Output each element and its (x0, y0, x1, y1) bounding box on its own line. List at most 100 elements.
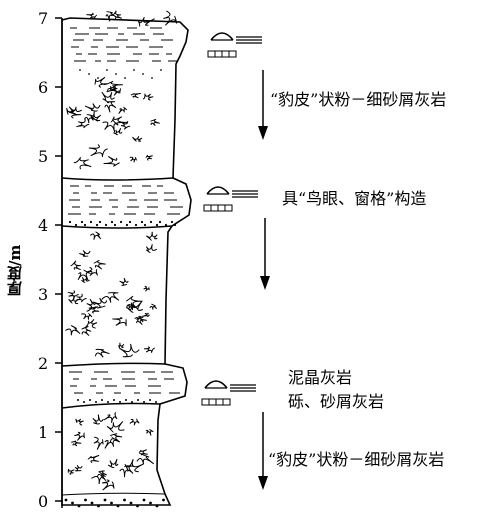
mottle (102, 479, 115, 491)
sand-dot (140, 220, 144, 224)
sand-dot (149, 399, 151, 401)
axis-tick-label: 0 (38, 492, 48, 511)
mottle (112, 317, 127, 327)
mottle (74, 464, 83, 472)
mottle (84, 103, 101, 112)
down-arrow-icon (258, 70, 268, 140)
sand-dot (173, 223, 177, 227)
sand-dot (164, 223, 168, 227)
mottle (150, 118, 160, 127)
mottle (68, 106, 83, 115)
bird-eye-fenestral-icon (201, 380, 256, 406)
mottle (145, 429, 154, 436)
mottle (97, 470, 107, 479)
mottle (142, 312, 151, 318)
mottle (75, 418, 84, 426)
mottle (118, 106, 128, 114)
mottle (134, 315, 144, 323)
bird-eye-fenestral-icon (207, 32, 262, 58)
mottle (67, 290, 79, 298)
sand-dot (68, 220, 72, 224)
sand-dot (143, 223, 147, 227)
mottle (101, 91, 115, 104)
mottle (90, 111, 102, 122)
mottle (65, 325, 81, 336)
mottle (143, 346, 155, 353)
sand-dot (103, 498, 107, 502)
mottle (132, 136, 143, 142)
sand-dot (116, 504, 120, 508)
annotation-micrite-limestone: 泥晶灰岩 (288, 368, 353, 387)
mottle (137, 16, 155, 27)
bed-boundary (61, 225, 173, 229)
mottle (103, 411, 118, 423)
mottle (145, 154, 153, 161)
mottle (91, 471, 107, 485)
sand-dot (89, 399, 91, 401)
mottle (127, 303, 135, 311)
annotation-leopard-skin-lower: “豹皮”状粉－细砂屑灰岩 (268, 450, 445, 469)
micrite-lamination-pattern (68, 27, 183, 394)
sand-dot (77, 399, 79, 401)
mottle (92, 414, 104, 425)
mottle (119, 277, 129, 286)
sand-dot (115, 73, 117, 75)
mottle (142, 93, 154, 101)
sand-dot (107, 401, 109, 403)
annotation-bird-eye-fenestral: 具“鸟眼、窗格”构造 (282, 189, 427, 208)
bed-boundary (61, 402, 161, 409)
sand-dot (84, 498, 87, 502)
sand-dot (64, 498, 68, 502)
mottle (109, 433, 123, 443)
sand-dot (131, 401, 133, 403)
axis-tick-label: 1 (38, 423, 48, 442)
sand-dot (80, 220, 84, 224)
sand-dot (90, 501, 94, 505)
mottle (79, 250, 91, 257)
bed-boundary (61, 362, 166, 367)
sand-grain-pattern (64, 69, 177, 508)
sand-dot (143, 401, 145, 403)
mottle (73, 156, 92, 170)
mottle (103, 155, 120, 167)
bed-boundary (61, 492, 166, 496)
sand-dot (134, 223, 138, 227)
sand-dot (89, 220, 93, 224)
sand-dot (113, 399, 115, 401)
sand-dot (71, 501, 74, 505)
sand-dot (98, 220, 102, 224)
mottle (130, 92, 141, 99)
sand-dot (142, 73, 144, 75)
mottle (93, 436, 104, 450)
sand-dot (77, 504, 81, 508)
mottle (77, 269, 91, 281)
mottle (94, 348, 110, 358)
sand-dot (158, 220, 162, 224)
mottle (119, 465, 135, 478)
mottle (66, 107, 82, 119)
thickness-axis-label: 厚度/m (6, 244, 24, 296)
sand-dot (83, 223, 87, 227)
sand-dot (155, 223, 159, 227)
mottle (138, 449, 148, 456)
mottle (71, 440, 82, 447)
mottle (86, 306, 100, 314)
sand-dot (95, 223, 99, 227)
sand-dot (123, 498, 126, 502)
mottle (149, 303, 158, 310)
mottle (129, 418, 140, 426)
sand-dot (151, 77, 153, 79)
axis-tick-label: 3 (38, 285, 48, 304)
mottle (105, 11, 117, 22)
sand-dot (113, 223, 117, 227)
mottle (103, 80, 123, 94)
mottle (126, 300, 143, 313)
leopard-skin-mottle-pattern (65, 10, 178, 491)
column-outline (61, 17, 192, 506)
mottle (81, 325, 92, 337)
mottle (107, 458, 119, 469)
sand-dot (162, 498, 165, 502)
mottle (74, 431, 85, 441)
bed-boundary (61, 177, 174, 181)
mottle (86, 298, 97, 309)
